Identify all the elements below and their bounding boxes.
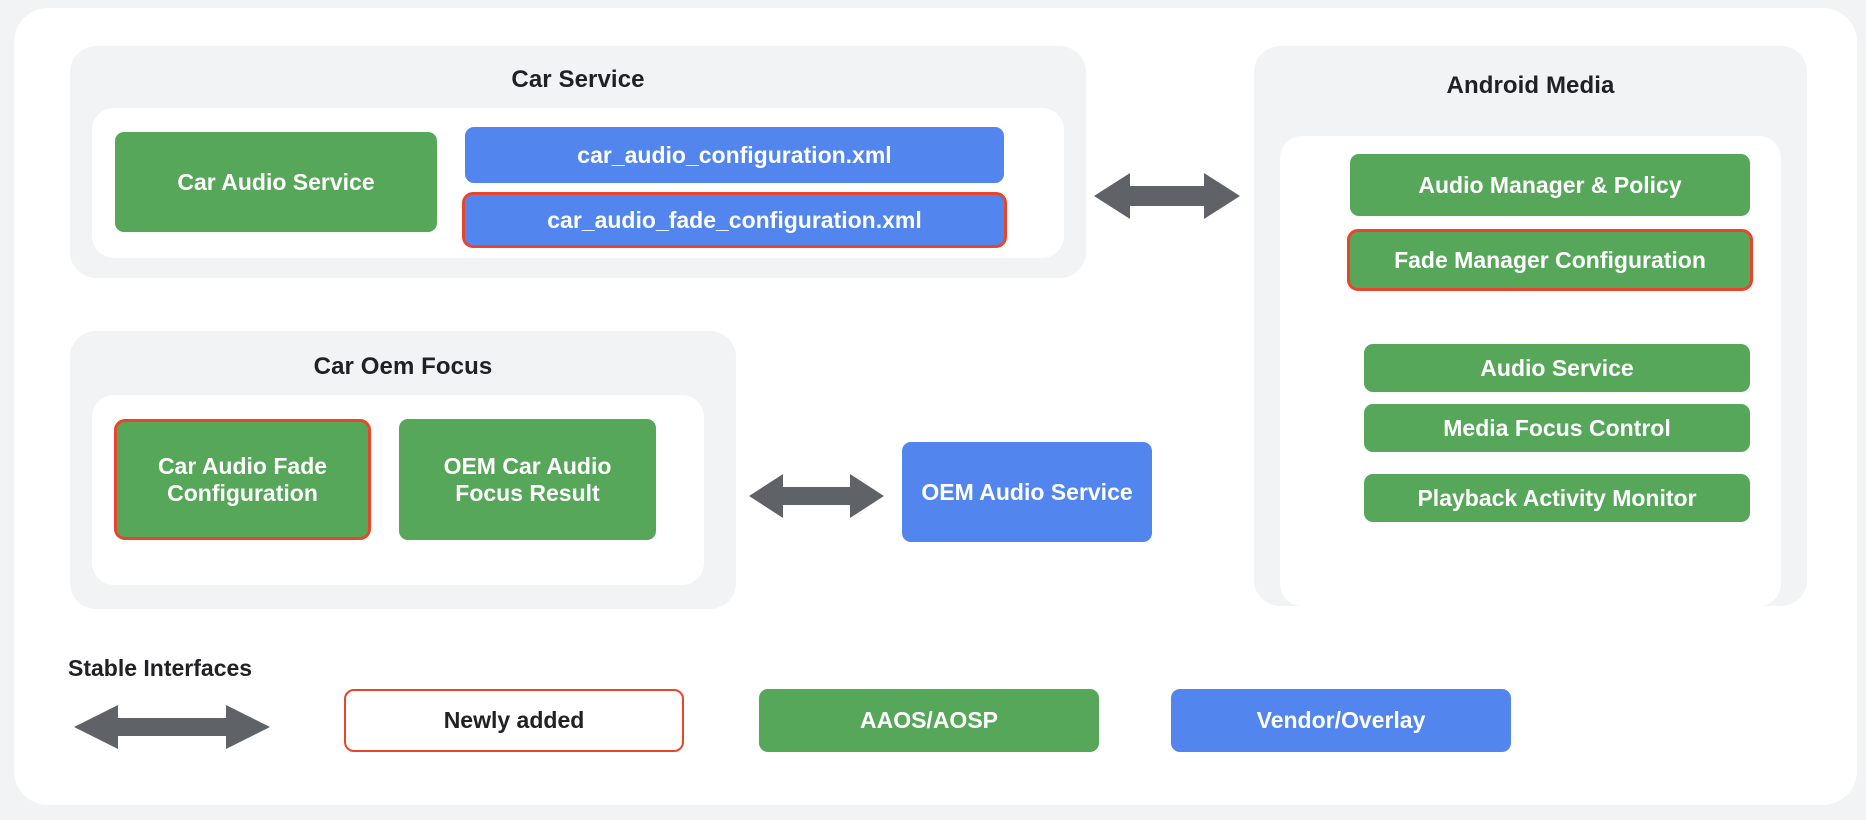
node-audio-service[interactable]: Audio Service xyxy=(1364,344,1750,392)
node-car-audio-configuration-xml-label: car_audio_configuration.xml xyxy=(577,141,892,168)
diagram-card: Car Service Car Audio Service car_audio_… xyxy=(14,8,1857,805)
node-audio-service-label: Audio Service xyxy=(1480,354,1634,381)
node-car-audio-fade-configuration-xml-label: car_audio_fade_configuration.xml xyxy=(547,206,922,233)
group-car-oem-focus-inner-panel: Car Audio Fade Configuration OEM Car Aud… xyxy=(92,395,704,585)
legend-item-vendor-overlay[interactable]: Vendor/Overlay xyxy=(1171,689,1511,752)
group-android-media-title: Android Media xyxy=(1446,72,1615,99)
node-car-audio-service[interactable]: Car Audio Service xyxy=(115,132,437,232)
arrow-car-service-to-android-media xyxy=(1094,171,1240,221)
node-oem-car-audio-focus-result[interactable]: OEM Car Audio Focus Result xyxy=(399,419,656,540)
node-playback-activity-monitor[interactable]: Playback Activity Monitor xyxy=(1364,474,1750,522)
node-car-audio-fade-configuration-label: Car Audio Fade Configuration xyxy=(157,452,328,506)
node-oem-audio-service[interactable]: OEM Audio Service xyxy=(902,442,1152,542)
node-car-audio-service-label: Car Audio Service xyxy=(177,168,375,195)
group-car-service-title: Car Service xyxy=(511,66,645,93)
group-car-oem-focus: Car Oem Focus Car Audio Fade Configurati… xyxy=(70,331,736,609)
arrow-car-oem-focus-to-oem-audio-service xyxy=(749,472,884,520)
group-car-service-inner-panel: Car Audio Service car_audio_configuratio… xyxy=(92,108,1064,258)
legend-stable-interfaces-label: Stable Interfaces xyxy=(68,655,253,681)
node-audio-manager-policy-label: Audio Manager & Policy xyxy=(1418,171,1682,198)
legend-item-newly-added[interactable]: Newly added xyxy=(344,689,684,752)
node-fade-manager-configuration-label: Fade Manager Configuration xyxy=(1394,246,1706,273)
legend-item-vendor-overlay-label: Vendor/Overlay xyxy=(1256,707,1426,734)
legend-item-aaos-aosp-label: AAOS/AOSP xyxy=(859,707,999,734)
node-media-focus-control-label: Media Focus Control xyxy=(1443,414,1671,441)
legend-item-aaos-aosp[interactable]: AAOS/AOSP xyxy=(759,689,1099,752)
node-car-audio-configuration-xml[interactable]: car_audio_configuration.xml xyxy=(465,127,1004,183)
group-car-oem-focus-title: Car Oem Focus xyxy=(313,353,493,380)
node-fade-manager-configuration[interactable]: Fade Manager Configuration xyxy=(1347,229,1753,291)
legend-item-newly-added-label: Newly added xyxy=(443,707,585,734)
node-playback-activity-monitor-label: Playback Activity Monitor xyxy=(1417,484,1697,511)
node-car-audio-fade-configuration-xml[interactable]: car_audio_fade_configuration.xml xyxy=(462,192,1007,248)
node-media-focus-control[interactable]: Media Focus Control xyxy=(1364,404,1750,452)
group-android-media-inner-panel: Audio Manager & Policy Fade Manager Conf… xyxy=(1280,136,1781,606)
legend-arrow-icon xyxy=(74,703,270,751)
group-car-service: Car Service Car Audio Service car_audio_… xyxy=(70,46,1086,278)
node-oem-car-audio-focus-result-label: OEM Car Audio Focus Result xyxy=(443,452,612,506)
group-android-media: Android Media Audio Manager & Policy Fad… xyxy=(1254,46,1807,606)
node-car-audio-fade-configuration[interactable]: Car Audio Fade Configuration xyxy=(114,419,371,540)
node-oem-audio-service-label: OEM Audio Service xyxy=(921,478,1133,505)
node-audio-manager-policy[interactable]: Audio Manager & Policy xyxy=(1350,154,1750,216)
